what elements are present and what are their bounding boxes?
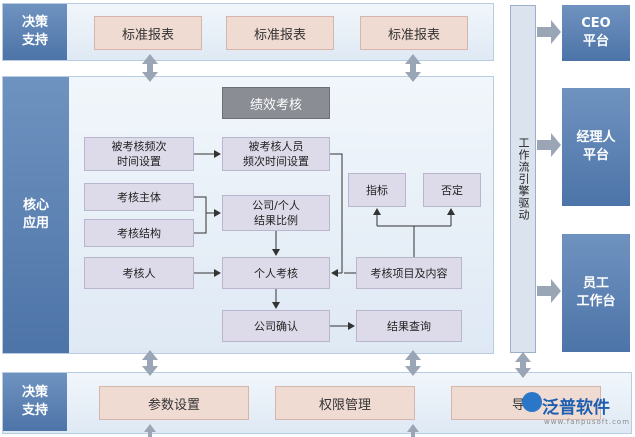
link-workflow-manager-icon: [537, 133, 561, 157]
param-settings-button[interactable]: 参数设置: [99, 386, 249, 420]
top-decision-support-label: 决策 支持: [3, 4, 67, 60]
logo-url: www.fanpusoft.com: [544, 418, 631, 426]
node-personal[interactable]: 个人考核: [222, 257, 330, 289]
node-confirm[interactable]: 公司确认: [222, 310, 330, 342]
node-ratio[interactable]: 公司/个人 结果比例: [222, 195, 330, 231]
platform-ceo[interactable]: CEO 平台: [562, 5, 630, 61]
link-workflow-ceo-icon: [537, 20, 561, 44]
node-items[interactable]: 考核项目及内容: [356, 257, 462, 289]
link-core-bottom-2-icon: [405, 350, 421, 376]
link-bottom-2-icon: [407, 424, 419, 437]
link-core-bottom-1-icon: [142, 350, 158, 376]
standard-report-1[interactable]: 标准报表: [94, 16, 202, 50]
node-veto[interactable]: 否定: [423, 173, 481, 207]
link-top-core-1-icon: [142, 54, 158, 82]
node-freq-setting[interactable]: 被考核频次 时间设置: [84, 137, 194, 171]
workflow-engine-bar: 工作流引擎驱动: [510, 5, 536, 353]
node-structure[interactable]: 考核结构: [84, 219, 194, 247]
export-button[interactable]: 导出: [451, 386, 601, 420]
node-assessor[interactable]: 考核人: [84, 257, 194, 289]
standard-report-3[interactable]: 标准报表: [360, 16, 468, 50]
permission-management-button[interactable]: 权限管理: [275, 386, 415, 420]
bottom-decision-support-label: 决策 支持: [3, 373, 67, 431]
link-top-core-2-icon: [405, 54, 421, 82]
platform-manager[interactable]: 经理人 平台: [562, 88, 630, 206]
performance-assessment-title: 绩效考核: [222, 87, 330, 119]
link-workflow-bottom-icon: [515, 352, 531, 378]
node-person-freq[interactable]: 被考核人员 频次时间设置: [222, 137, 330, 171]
node-indicator[interactable]: 指标: [348, 173, 406, 207]
standard-report-2[interactable]: 标准报表: [226, 16, 334, 50]
logo-mark-icon: [522, 392, 542, 412]
link-bottom-1-icon: [144, 424, 156, 437]
link-workflow-staff-icon: [537, 279, 561, 303]
logo: 泛普软件 www.fanpusoft.com: [520, 393, 632, 429]
platform-staff[interactable]: 员工 工作台: [562, 234, 630, 352]
node-query[interactable]: 结果查询: [356, 310, 462, 342]
core-application-label: 核心 应用: [3, 77, 69, 353]
logo-name: 泛普软件: [542, 398, 610, 418]
node-subject[interactable]: 考核主体: [84, 183, 194, 211]
